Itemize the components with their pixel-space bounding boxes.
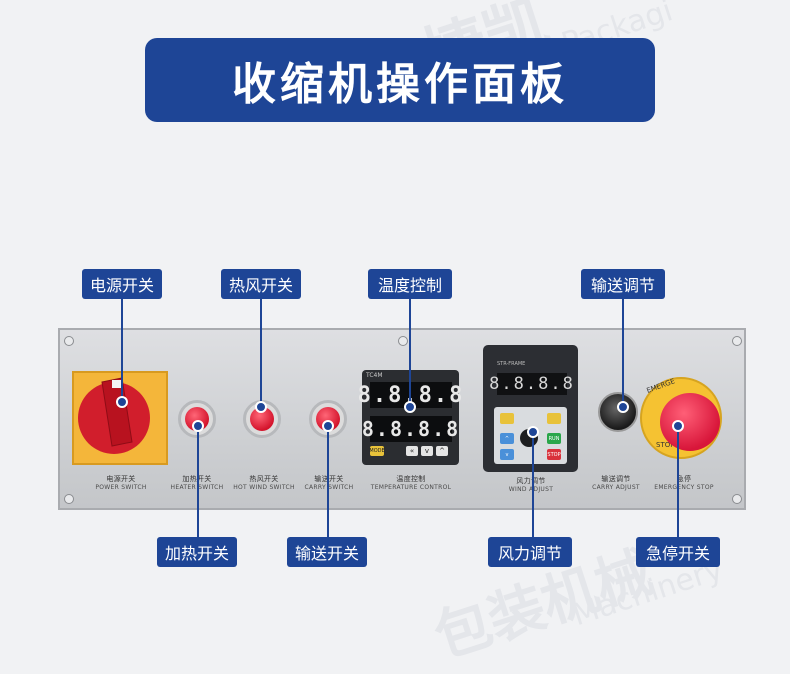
leader-carry-adjust (622, 299, 624, 407)
dot-carry-adjust (617, 401, 629, 413)
screw-tr (732, 336, 742, 346)
stop-key[interactable]: STOP (547, 449, 561, 460)
up-arrow-icon[interactable]: ^ (436, 446, 448, 456)
leader-power (121, 299, 123, 401)
label-power-switch: 电源开关 (82, 269, 162, 299)
label-wind-adjust: 风力调节 (488, 537, 572, 567)
power-rotary-switch[interactable] (68, 372, 166, 460)
emergency-stop-button[interactable] (660, 393, 720, 451)
controller-model: TC4M (366, 372, 383, 379)
label-carry-switch: 输送开关 (287, 537, 367, 567)
label-heater-switch: 加热开关 (157, 537, 237, 567)
dot-carry (322, 420, 334, 432)
inverter-brand: STR-FRAME (497, 361, 526, 367)
inverter-down-icon[interactable]: v (500, 449, 514, 460)
switch-indicator-icon (112, 380, 122, 388)
carry-switch-button[interactable] (309, 400, 347, 438)
dot-temp (404, 401, 416, 413)
dot-hot-air (255, 401, 267, 413)
leader-estop (677, 426, 679, 537)
leader-hot-air (260, 299, 262, 407)
plate-carry: 输送开关CARRY SWITCH (304, 475, 354, 491)
page-title: 收缩机操作面板 (145, 38, 655, 122)
left-arrow-icon[interactable]: « (406, 446, 418, 456)
plate-heater: 加热开关HEATER SWITCH (170, 475, 224, 491)
run-key[interactable]: RUN (547, 433, 561, 444)
label-hot-air-switch: 热风开关 (221, 269, 301, 299)
label-emergency-stop: 急停开关 (636, 537, 720, 567)
inverter-display: 8.8.8.8 (489, 373, 575, 395)
down-arrow-icon[interactable]: v (421, 446, 433, 456)
screw-tl (64, 336, 74, 346)
controller-sv-display: 8.8.8.8 (361, 416, 461, 442)
dot-estop (672, 420, 684, 432)
dot-heater (192, 420, 204, 432)
dot-power (116, 396, 128, 408)
screw-br (732, 494, 742, 504)
leader-heater (197, 426, 199, 537)
screw-tm (398, 336, 408, 346)
mode-key[interactable]: MODE (369, 446, 385, 456)
label-temperature-control: 温度控制 (368, 269, 452, 299)
carry-adjust-knob[interactable] (598, 392, 638, 432)
leader-wind (532, 432, 534, 537)
inverter-up-icon[interactable]: ^ (500, 433, 514, 444)
wind-inverter[interactable]: STR-FRAME 8.8.8.8 ^ RUN v STOP (483, 345, 578, 472)
estop-ring-bottom-text: STOP (656, 441, 675, 449)
dot-wind (527, 426, 539, 438)
func-key[interactable] (500, 413, 514, 424)
set-key[interactable] (547, 413, 561, 424)
label-carry-adjust: 输送调节 (581, 269, 665, 299)
leader-temp (409, 299, 411, 407)
screw-bl (64, 494, 74, 504)
leader-carry (327, 426, 329, 537)
